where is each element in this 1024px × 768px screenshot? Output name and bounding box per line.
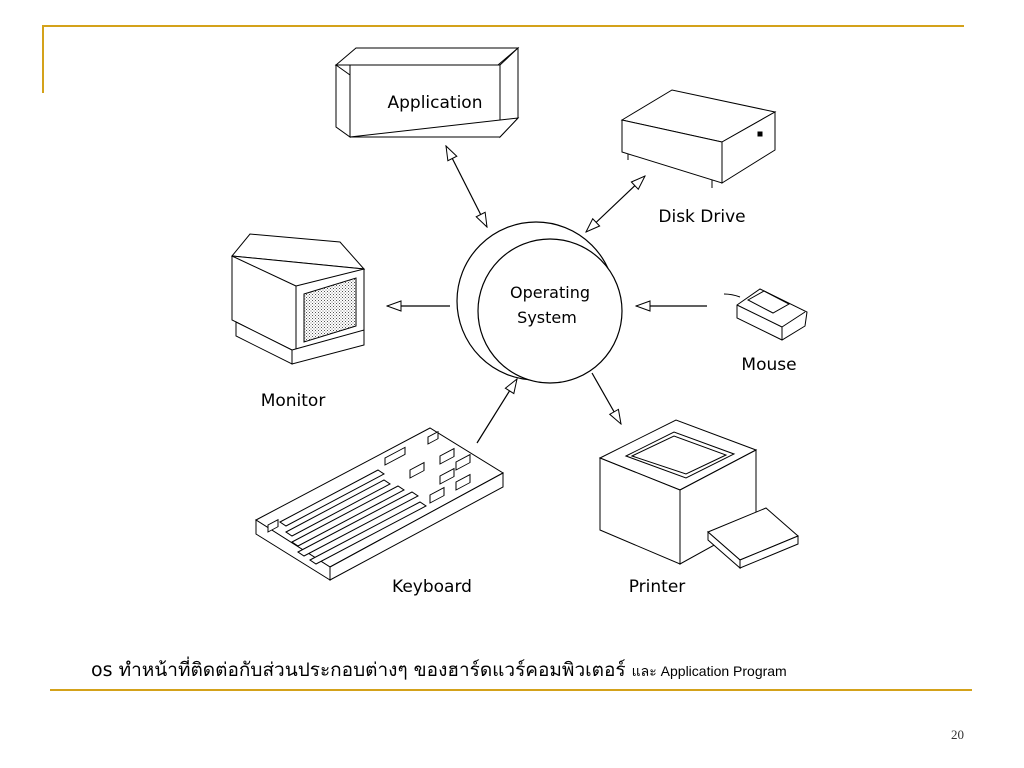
- os-label-line1: Operating: [510, 283, 590, 302]
- caption-tail: และ Application Program: [631, 663, 787, 679]
- mouse-icon: [723, 288, 808, 341]
- printer-icon: [598, 419, 799, 570]
- keyboard-label: Keyboard: [392, 577, 472, 597]
- keyboard-os-arrow: [476, 379, 517, 444]
- monitor-label: Monitor: [261, 391, 326, 411]
- disk-drive-icon: [620, 89, 777, 188]
- os-label-line2: System: [517, 308, 577, 327]
- bottom-rule: [50, 689, 972, 691]
- diskdrive-os-arrow: [586, 176, 645, 232]
- os-diagram: Application Disk Drive Operating System …: [231, 46, 808, 597]
- disk-drive-label: Disk Drive: [658, 207, 745, 227]
- top-rule: [42, 25, 964, 27]
- monitor-icon: [231, 233, 366, 365]
- printer-label: Printer: [629, 577, 686, 597]
- application-box: [334, 46, 520, 139]
- slide-caption: os ทำหน้าที่ติดต่อกับส่วนประกอบต่างๆ ของ…: [91, 655, 971, 685]
- left-rule: [42, 25, 44, 93]
- mouse-label: Mouse: [741, 355, 796, 375]
- caption-main: os ทำหน้าที่ติดต่อกับส่วนประกอบต่างๆ ของ…: [91, 659, 626, 681]
- application-os-arrow: [446, 146, 487, 227]
- os-printer-arrow: [591, 372, 621, 424]
- operating-system-circle: [456, 221, 623, 384]
- page-number: 20: [951, 727, 964, 742]
- application-label: Application: [388, 93, 483, 113]
- keyboard-icon: [255, 427, 504, 581]
